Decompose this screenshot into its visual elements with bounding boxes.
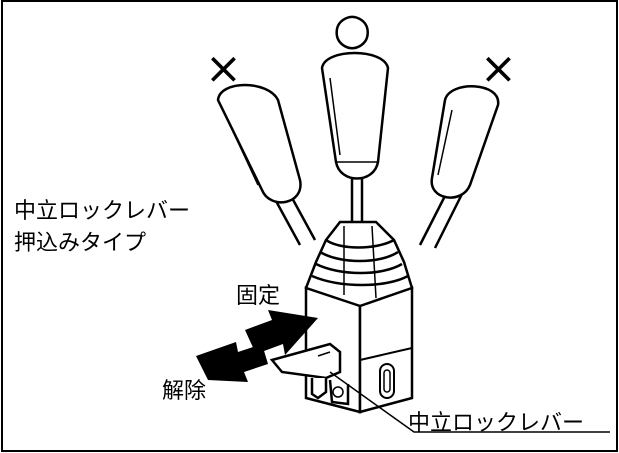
ok-mark: ○ (333, 4, 372, 55)
lever-bellows (304, 220, 414, 308)
neutral-lock-lever (269, 342, 350, 406)
arrow-release (196, 342, 268, 382)
release-label: 解除 (162, 379, 207, 404)
ng-mark-left: × (205, 43, 242, 94)
ng-mark-right: × (480, 43, 517, 94)
callout-leader (329, 371, 610, 433)
callout-label: 中立ロックレバー (408, 411, 585, 436)
lever-type-label-line2: 押込みタイプ (14, 231, 147, 256)
lever-right-tilted (418, 85, 500, 249)
lever-center (320, 51, 390, 222)
lever-type-label-line1: 中立ロックレバー (14, 199, 191, 224)
arrow-fixed (245, 310, 318, 355)
lever-left-tilted (216, 83, 317, 246)
fixed-label: 固定 (236, 284, 281, 309)
